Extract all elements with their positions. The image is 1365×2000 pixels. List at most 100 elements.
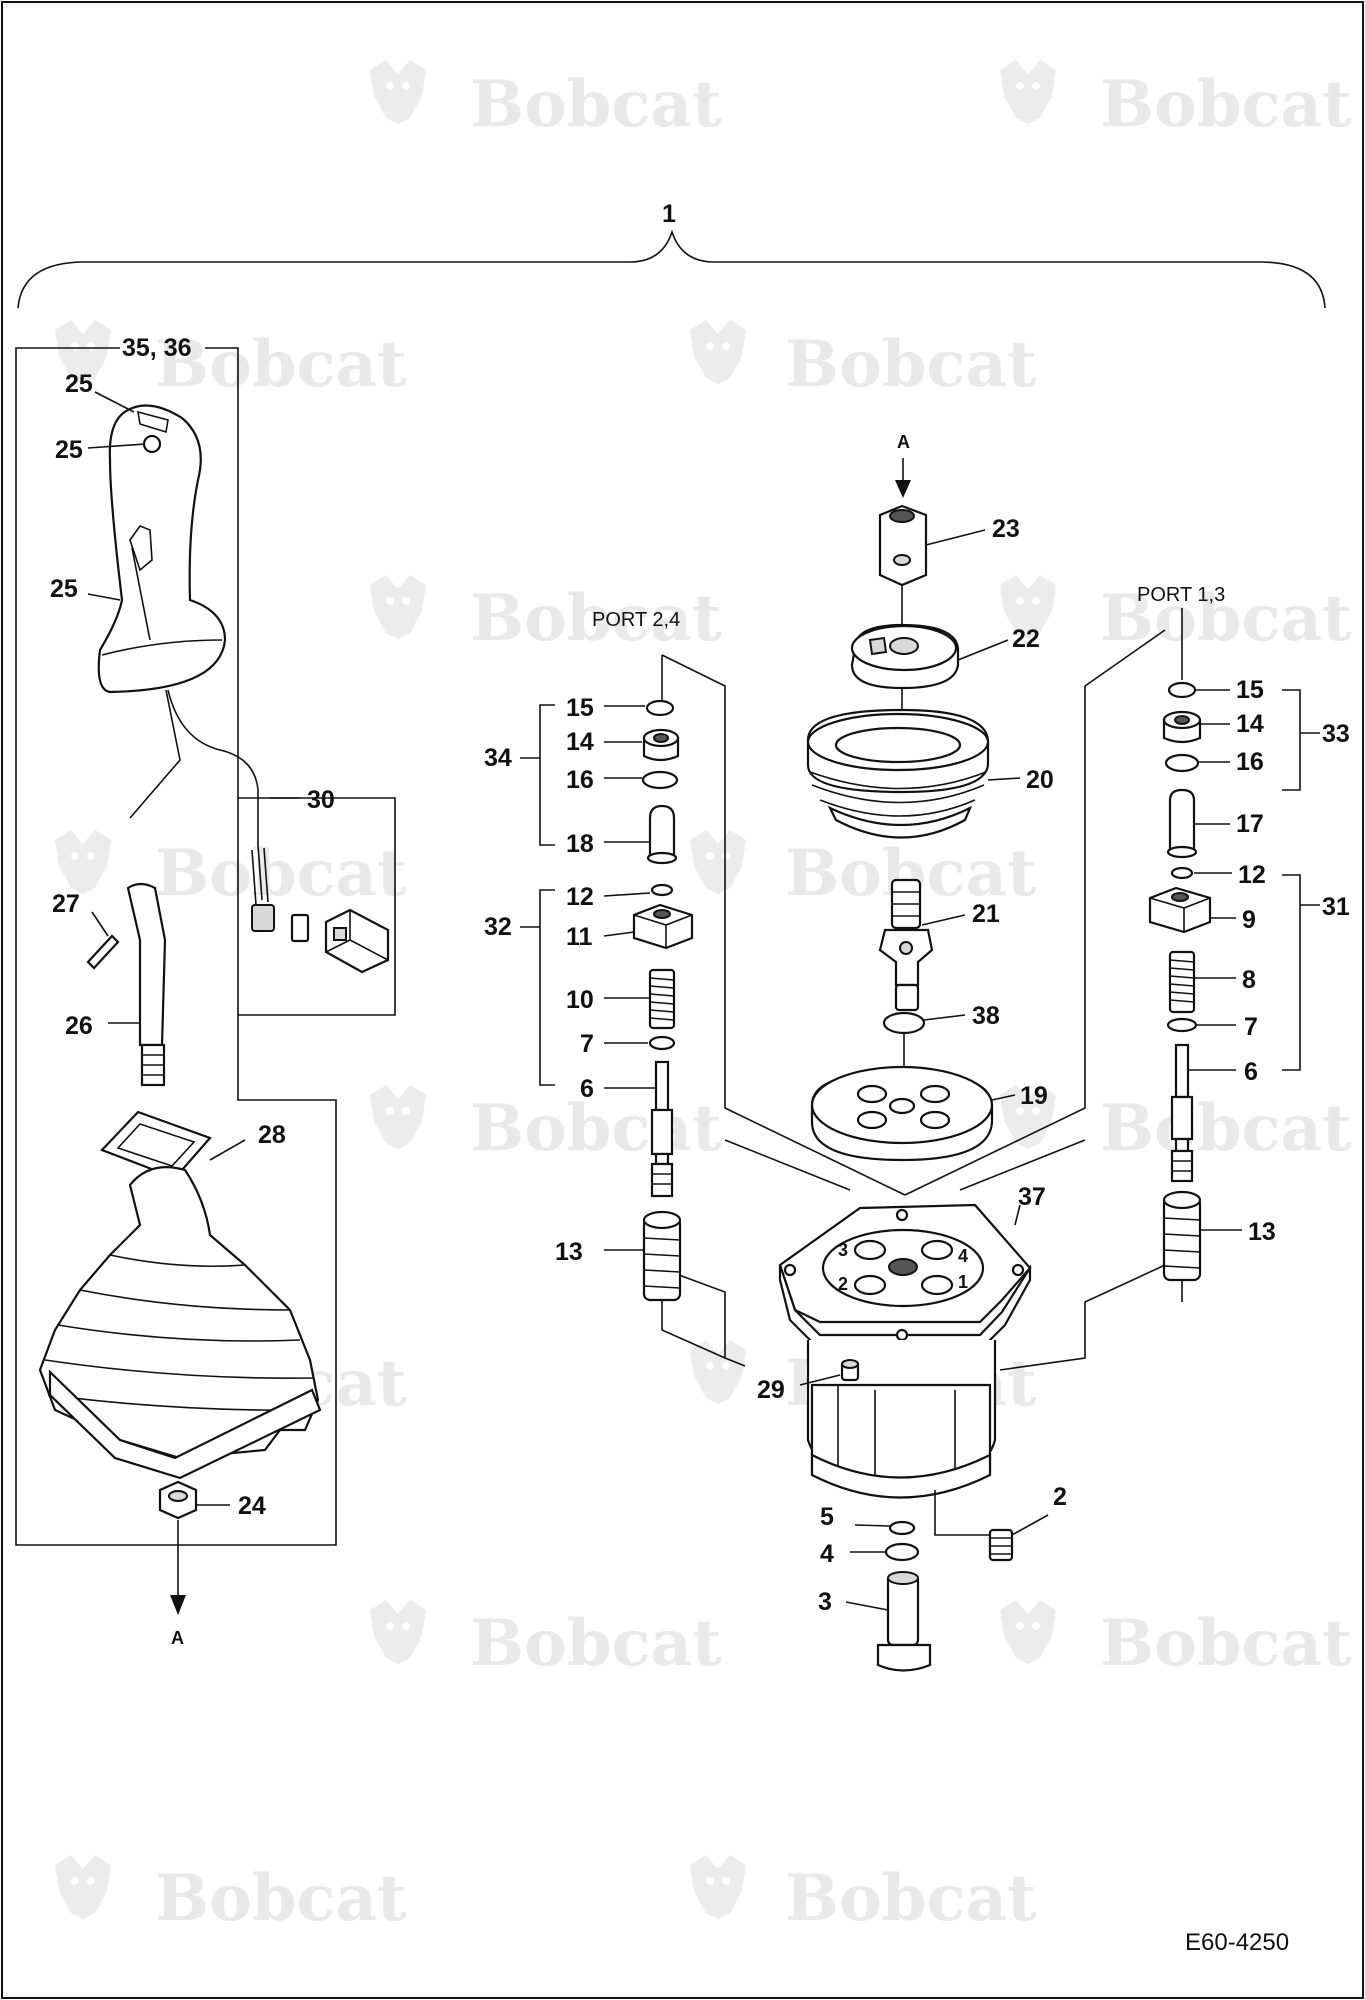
label-28: 28 <box>258 1121 286 1149</box>
assembly-brace <box>17 229 1326 309</box>
push-rod-18 <box>646 804 678 865</box>
label-24: 24 <box>238 1492 266 1520</box>
leader-25c <box>87 593 121 601</box>
leader-11 <box>603 931 635 937</box>
label-33: 33 <box>1322 720 1350 748</box>
lever-shaft <box>126 882 167 1087</box>
watermark-text: Bobcat <box>1100 581 1352 656</box>
o-ring-15-left <box>645 699 675 717</box>
port24-return-line <box>659 1267 746 1367</box>
spring-8 <box>1168 950 1196 1014</box>
leader-5 <box>854 1524 891 1527</box>
watermark-text: Bobcat <box>155 836 407 911</box>
connector-kit-frame <box>238 797 396 1016</box>
assembly-label: 1 <box>662 200 676 228</box>
port13-return-line <box>999 1264 1166 1371</box>
leader-20 <box>987 777 1021 781</box>
label-12-left: 12 <box>566 883 594 911</box>
leader-19 <box>991 1094 1016 1101</box>
label-3: 3 <box>818 1588 832 1616</box>
label-18: 18 <box>566 830 594 858</box>
leader-25a <box>94 391 135 413</box>
joystick-grip <box>97 404 227 694</box>
bracket-34 <box>539 704 555 846</box>
label-10: 10 <box>566 986 594 1014</box>
leader-38 <box>923 1014 966 1021</box>
o-ring-16-right <box>1164 753 1200 773</box>
o-ring-16-left <box>641 770 679 790</box>
spring-seat-9 <box>1148 886 1212 934</box>
label-31: 31 <box>1322 893 1350 921</box>
spring-13-right <box>1162 1190 1202 1282</box>
spring-13-left <box>642 1210 682 1302</box>
label-26: 26 <box>65 1012 93 1040</box>
watermark-text: Bobcat <box>1100 1091 1352 1166</box>
label-25b: 25 <box>55 436 83 464</box>
leader-29 <box>799 1374 841 1386</box>
port-plate <box>810 1065 994 1162</box>
leader-27 <box>91 911 109 937</box>
rubber-boot <box>38 1110 322 1480</box>
label-6-right: 6 <box>1244 1058 1258 1086</box>
label-15-right: 15 <box>1236 676 1264 704</box>
label-34: 34 <box>484 744 512 772</box>
label-4: 4 <box>820 1540 834 1568</box>
label-6-left: 6 <box>580 1075 594 1103</box>
guide-plate <box>850 623 960 690</box>
label-14-left: 14 <box>566 728 594 756</box>
plug-2-guide <box>934 1490 990 1536</box>
leader-37 <box>1014 1204 1021 1226</box>
watermark-text: Bobcat <box>785 1861 1037 1936</box>
label-20: 20 <box>1026 766 1054 794</box>
leader-21 <box>921 914 966 926</box>
leader-23 <box>925 529 986 546</box>
port-number-3: 3 <box>838 1240 848 1260</box>
leader-25b <box>87 443 146 449</box>
stack-return-line <box>661 1300 726 1359</box>
label-25a: 25 <box>65 370 93 398</box>
drawing-code: E60-4250 <box>1185 1929 1289 1956</box>
watermark-text: Bobcat <box>470 581 722 656</box>
label-9: 9 <box>1242 906 1256 934</box>
watermark-text: Bobcat <box>470 1606 722 1681</box>
label-15-left: 15 <box>566 694 594 722</box>
port-label-left: PORT 2,4 <box>592 609 680 631</box>
watermark-layer: Bobcat Bobcat Bobcat Bobcat Bobcat Bobca… <box>55 60 1352 1936</box>
label-30: 30 <box>307 786 335 814</box>
port-number-2: 2 <box>838 1274 848 1294</box>
port13-guide-line <box>904 629 1166 1196</box>
handle-kit-label: 35, 36 <box>122 334 192 362</box>
label-21: 21 <box>972 900 1000 928</box>
label-29: 29 <box>757 1376 785 1404</box>
label-23: 23 <box>992 515 1020 543</box>
label-16-right: 16 <box>1236 748 1264 776</box>
o-ring-15-right <box>1167 681 1197 699</box>
push-rod-17 <box>1166 788 1198 859</box>
label-7-right: 7 <box>1244 1013 1258 1041</box>
port-label-right: PORT 1,3 <box>1137 584 1225 606</box>
valve-body <box>778 1203 1032 1499</box>
label-37: 37 <box>1018 1183 1046 1211</box>
fitting-3 <box>876 1571 932 1672</box>
view-marker-top: A <box>897 432 910 452</box>
label-11: 11 <box>566 923 593 951</box>
label-12-right: 12 <box>1238 861 1266 889</box>
handle-connector-line <box>129 689 181 819</box>
plug-2 <box>988 1528 1014 1562</box>
plug-29 <box>840 1359 860 1382</box>
port-number-1: 1 <box>958 1272 968 1292</box>
seal-14-right <box>1162 710 1202 744</box>
adapter-nut <box>878 504 928 587</box>
leader-3 <box>845 1601 889 1611</box>
seal-boot <box>806 708 990 839</box>
label-22: 22 <box>1012 625 1040 653</box>
spool-6-left <box>650 1060 674 1198</box>
watermark-text: Bobcat <box>785 327 1037 402</box>
leader-12-left <box>603 892 651 897</box>
label-14-right: 14 <box>1236 710 1264 738</box>
o-ring-7-right <box>1166 1017 1198 1033</box>
spring-10 <box>648 968 676 1030</box>
watermark-text: Bobcat <box>155 327 407 402</box>
